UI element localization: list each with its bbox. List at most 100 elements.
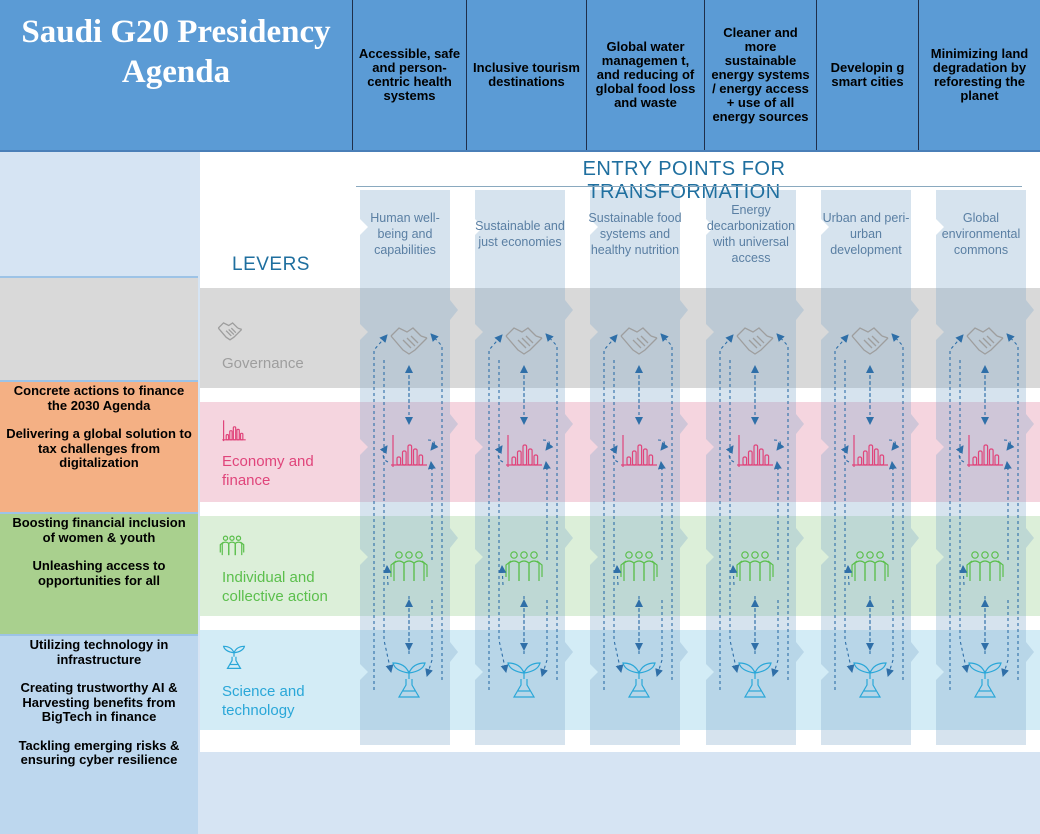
entry-point-label: Global environmental commons <box>941 211 1021 257</box>
link-arrow <box>655 600 663 677</box>
bar-chart-icon <box>391 435 427 467</box>
entry-point-notch <box>680 300 688 320</box>
left-block-finance: Concrete actions to finance the 2030 Age… <box>0 380 198 512</box>
link-arrow <box>427 439 439 451</box>
entry-point-label: Energy decarbonization with universal ac… <box>706 203 796 265</box>
entry-point-notch <box>796 300 804 320</box>
people-icon <box>851 551 889 581</box>
flask-plant-icon <box>507 662 541 698</box>
lever-label: Economy and finance <box>222 453 314 489</box>
agenda-column-header: Developin g smart cities <box>816 0 918 150</box>
entry-point-notch <box>450 300 458 320</box>
link-arrow <box>888 461 897 560</box>
link-arrow <box>427 461 436 560</box>
agenda-column-header: Cleaner and more sustainable energy syst… <box>704 0 816 150</box>
entry-point-notch <box>565 642 573 662</box>
entry-point-notch <box>450 414 458 434</box>
agenda-column-header: Minimizing land degradation by reforesti… <box>918 0 1040 150</box>
agenda-item: Unleashing access to opportunities for a… <box>32 558 166 588</box>
entry-point-label: Human well-being and capabilities <box>370 211 440 257</box>
entry-point-notch <box>680 642 688 662</box>
link-arrow <box>657 461 666 560</box>
link-arrow <box>609 445 619 463</box>
link-arrow <box>1003 461 1012 560</box>
link-arrow <box>729 360 740 673</box>
link-arrow <box>1001 600 1009 677</box>
entry-point-column <box>936 190 1026 745</box>
entry-point-notch <box>680 414 688 434</box>
handshake-icon <box>390 327 428 355</box>
entry-point-notch <box>565 528 573 548</box>
entry-point-column <box>360 190 450 745</box>
link-arrow <box>725 445 735 463</box>
entry-point-notch <box>796 528 804 548</box>
entry-point-column <box>821 190 911 745</box>
lever-band <box>200 288 1040 388</box>
link-arrow <box>383 360 394 673</box>
link-arrow <box>540 600 548 677</box>
levers-title: LEVERS <box>232 254 310 275</box>
link-arrow <box>657 439 669 451</box>
entry-point-notch <box>796 642 804 662</box>
entry-point-notch <box>911 414 919 434</box>
link-arrow <box>1003 439 1015 451</box>
flask-plant-icon <box>222 645 246 669</box>
lever-band <box>200 402 1040 502</box>
agenda-column-header: Accessible, safe and person-centric heal… <box>352 0 466 150</box>
link-arrow <box>955 445 965 463</box>
link-arrow <box>1006 333 1019 680</box>
link-arrow <box>430 333 443 680</box>
entry-point-column <box>706 190 796 745</box>
link-arrow <box>888 439 900 451</box>
entry-point-column <box>590 190 680 745</box>
agenda-column-header: Global water managemen t, and reducing o… <box>586 0 704 150</box>
entry-point-notch <box>450 642 458 662</box>
entry-point-notch <box>565 414 573 434</box>
entry-point-notch <box>1026 528 1034 548</box>
flask-plant-icon <box>392 662 426 698</box>
bar-chart-icon <box>737 435 773 467</box>
agenda-item: Concrete actions to finance the 2030 Age… <box>13 383 185 413</box>
agenda-item: Boosting financial inclusion of women & … <box>12 515 186 545</box>
flask-plant-icon <box>738 662 772 698</box>
flask-plant-icon <box>622 662 656 698</box>
entry-point-notch <box>1026 414 1034 434</box>
handshake-icon <box>505 327 543 355</box>
bar-chart-icon <box>222 420 246 442</box>
handshake-icon <box>966 327 1004 355</box>
agenda-item: Delivering a global solution to tax chal… <box>6 426 192 470</box>
handshake-icon <box>620 327 658 355</box>
flask-plant-icon <box>968 662 1002 698</box>
entry-point-notch <box>911 642 919 662</box>
entry-point-notch <box>911 300 919 320</box>
link-arrow <box>660 333 673 680</box>
flask-plant-icon <box>853 662 887 698</box>
link-arrow <box>425 600 433 677</box>
entry-point-notch <box>796 414 804 434</box>
people-icon <box>620 551 658 581</box>
entry-points-rule <box>356 186 1022 187</box>
bar-chart-icon <box>852 435 888 467</box>
entry-point-label: Sustainable and just economies <box>475 219 565 249</box>
entry-point-notch <box>911 528 919 548</box>
handshake-icon <box>217 322 243 341</box>
bar-chart-icon <box>621 435 657 467</box>
bar-chart-icon <box>506 435 542 467</box>
link-arrow <box>844 360 855 673</box>
lever-label: Individual and collective action <box>222 569 328 605</box>
link-arrow <box>891 333 904 680</box>
handshake-icon <box>736 327 774 355</box>
entry-point-notch <box>450 528 458 548</box>
link-arrow <box>494 445 504 463</box>
link-arrow <box>498 360 509 673</box>
entry-point-notch <box>680 528 688 548</box>
agenda-item: Tackling emerging risks & ensuring cyber… <box>18 737 180 767</box>
entry-point-label: Urban and peri-urban development <box>822 211 910 257</box>
link-arrow <box>840 445 850 463</box>
link-arrow <box>771 600 779 677</box>
left-block-inclusion: Boosting financial inclusion of women & … <box>0 512 198 634</box>
link-arrow <box>613 360 624 673</box>
link-arrow <box>545 333 558 680</box>
left-block-governance <box>0 276 198 380</box>
